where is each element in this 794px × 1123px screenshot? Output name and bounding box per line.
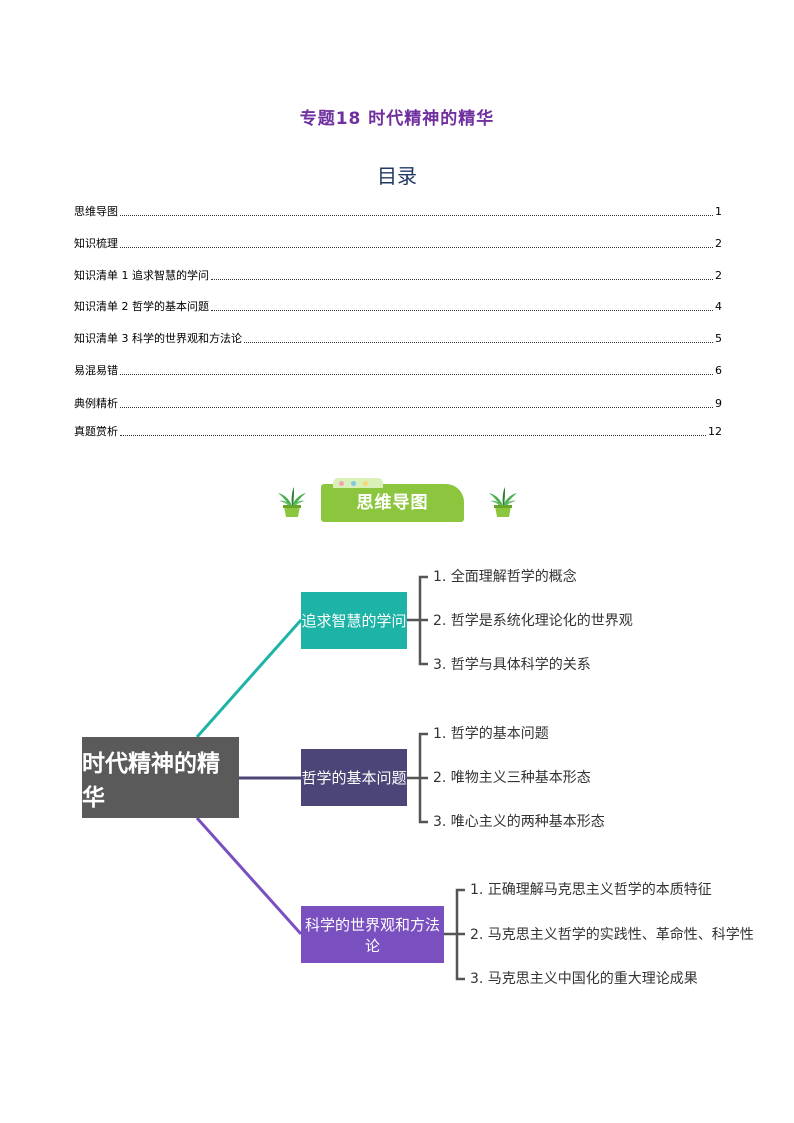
plant-icon	[489, 487, 517, 517]
toc-entry-page: 1	[715, 205, 722, 218]
mindmap-leaf: 1. 全面理解哲学的概念	[433, 569, 577, 585]
toc-entry-page: 5	[715, 332, 722, 345]
mindmap-leaf: 2. 哲学是系统化理论化的世界观	[433, 613, 633, 629]
mindmap-leaf: 3. 唯心主义的两种基本形态	[433, 814, 605, 830]
toc-entry[interactable]: 知识清单 1 追求智慧的学问 2	[74, 267, 722, 283]
toc-entry-label: 知识清单 1 追求智慧的学问	[74, 269, 209, 282]
toc-entry-page: 4	[715, 300, 722, 313]
toc-entry[interactable]: 思维导图 1	[74, 203, 722, 219]
toc-entry[interactable]: 知识清单 2 哲学的基本问题 4	[74, 298, 722, 314]
toc-leader-dots	[244, 342, 713, 343]
mindmap-leaf: 2. 唯物主义三种基本形态	[433, 770, 591, 786]
toc-entry-label: 真题赏析	[74, 425, 118, 438]
section-banner: 思维导图	[321, 478, 464, 522]
toc-entry[interactable]: 知识梳理 2	[74, 235, 722, 251]
toc-leader-dots	[211, 310, 713, 311]
mindmap-central-node: 时代精神的精华	[82, 737, 239, 818]
toc-leader-dots	[120, 374, 713, 375]
toc-entry-label: 思维导图	[74, 205, 118, 218]
toc-leader-dots	[211, 279, 713, 280]
toc-leader-dots	[120, 407, 713, 408]
toc-entry-page: 2	[715, 269, 722, 282]
toc-entry-label: 知识清单 3 科学的世界观和方法论	[74, 332, 242, 345]
mindmap-branch-2: 哲学的基本问题	[301, 749, 407, 806]
banner-tab	[333, 478, 383, 488]
toc-entry-label: 典例精析	[74, 397, 118, 410]
plant-icon	[278, 487, 306, 517]
mindmap-leaf: 3. 哲学与具体科学的关系	[433, 657, 591, 673]
toc-entry[interactable]: 真题赏析 12	[74, 423, 722, 439]
toc-leader-dots	[120, 247, 713, 248]
toc-entry[interactable]: 知识清单 3 科学的世界观和方法论 5	[74, 330, 722, 346]
section-banner-label: 思维导图	[356, 493, 429, 513]
toc-entry[interactable]: 典例精析 9	[74, 395, 722, 411]
toc-leader-dots	[120, 435, 706, 436]
mindmap-branch-3: 科学的世界观和方法论	[301, 906, 444, 963]
toc-entry[interactable]: 易混易错 6	[74, 362, 722, 378]
toc-entry-label: 知识清单 2 哲学的基本问题	[74, 300, 209, 313]
banner-dot	[339, 481, 344, 486]
toc-leader-dots	[120, 215, 713, 216]
document-title: 专题18 时代精神的精华	[299, 109, 495, 129]
mindmap-leaf: 3. 马克思主义中国化的重大理论成果	[470, 971, 698, 987]
banner-dot	[351, 481, 356, 486]
mindmap-leaf: 2. 马克思主义哲学的实践性、革命性、科学性	[470, 927, 754, 943]
toc-entry-page: 6	[715, 364, 722, 377]
toc-entry-label: 易混易错	[74, 364, 118, 377]
toc-entry-page: 2	[715, 237, 722, 250]
banner-dot	[363, 481, 368, 486]
mindmap-leaf: 1. 哲学的基本问题	[433, 726, 549, 742]
mindmap-branch-1: 追求智慧的学问	[301, 592, 407, 649]
toc-heading: 目录	[377, 164, 417, 188]
toc-entry-page: 9	[715, 397, 722, 410]
toc-entry-label: 知识梳理	[74, 237, 118, 250]
mindmap-leaf: 1. 正确理解马克思主义哲学的本质特征	[470, 882, 712, 898]
toc-entry-page: 12	[708, 425, 722, 438]
